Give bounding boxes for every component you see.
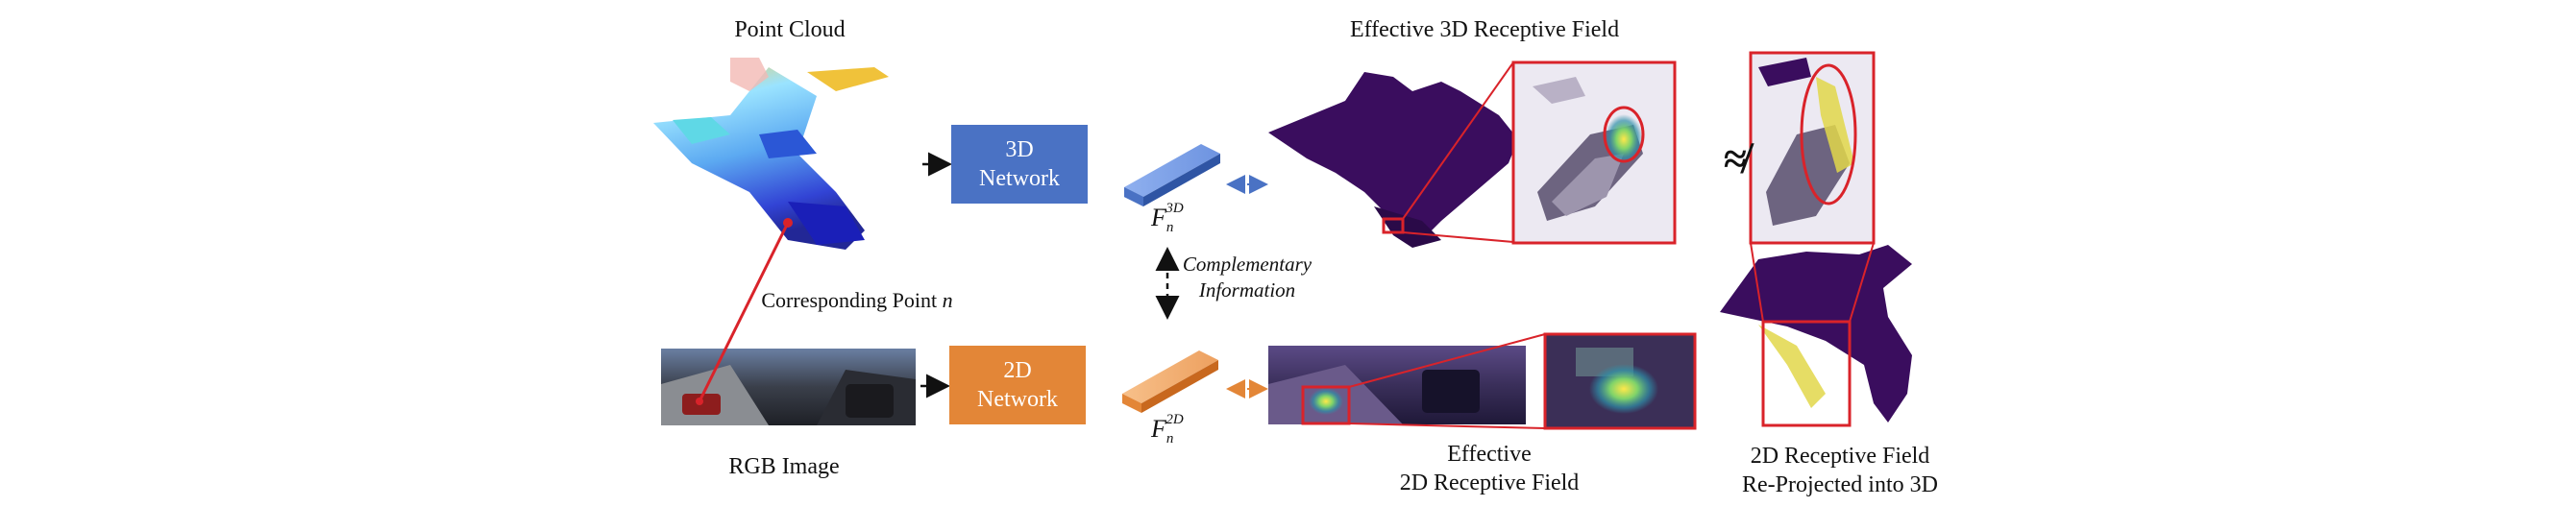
not-equal-symbol: ≉ [1723, 135, 1748, 182]
network-2d-line1: 2D [1003, 358, 1032, 383]
complementary-label: Complementary Information [1182, 253, 1313, 302]
effective-2d-rf-label: Effective 2D Receptive Field [1399, 442, 1580, 495]
effective-3d-rf-image [1268, 60, 1677, 248]
feature-3d-label: Fn3D [1151, 201, 1184, 236]
correspondence-line [698, 222, 790, 402]
point-cloud-label: Point Cloud [734, 17, 846, 42]
rgb-image-label: RGB Image [728, 454, 840, 479]
reprojected-3d-image [1720, 51, 1912, 427]
corresponding-point-var: n [942, 288, 953, 312]
network-3d-line2: Network [979, 166, 1060, 191]
effective-3d-rf-label: Effective 3D Receptive Field [1349, 17, 1620, 42]
network-2d-box: 2D Network [949, 346, 1086, 424]
network-2d-line2: Network [977, 387, 1058, 412]
rgb-image [661, 349, 916, 425]
network-3d-box: 3D Network [951, 125, 1088, 204]
feature-2d-label: Fn2D [1151, 412, 1184, 447]
feature-bar-2d [1122, 350, 1218, 413]
corresponding-point-label: Corresponding Point n [761, 288, 953, 312]
reprojected-label: 2D Receptive Field Re-Projected into 3D [1742, 444, 1938, 497]
effective-2d-rf-image [1268, 332, 1697, 430]
network-3d-line1: 3D [1005, 137, 1034, 162]
feature-bar-3d [1124, 144, 1220, 206]
point-cloud-image [653, 58, 889, 250]
